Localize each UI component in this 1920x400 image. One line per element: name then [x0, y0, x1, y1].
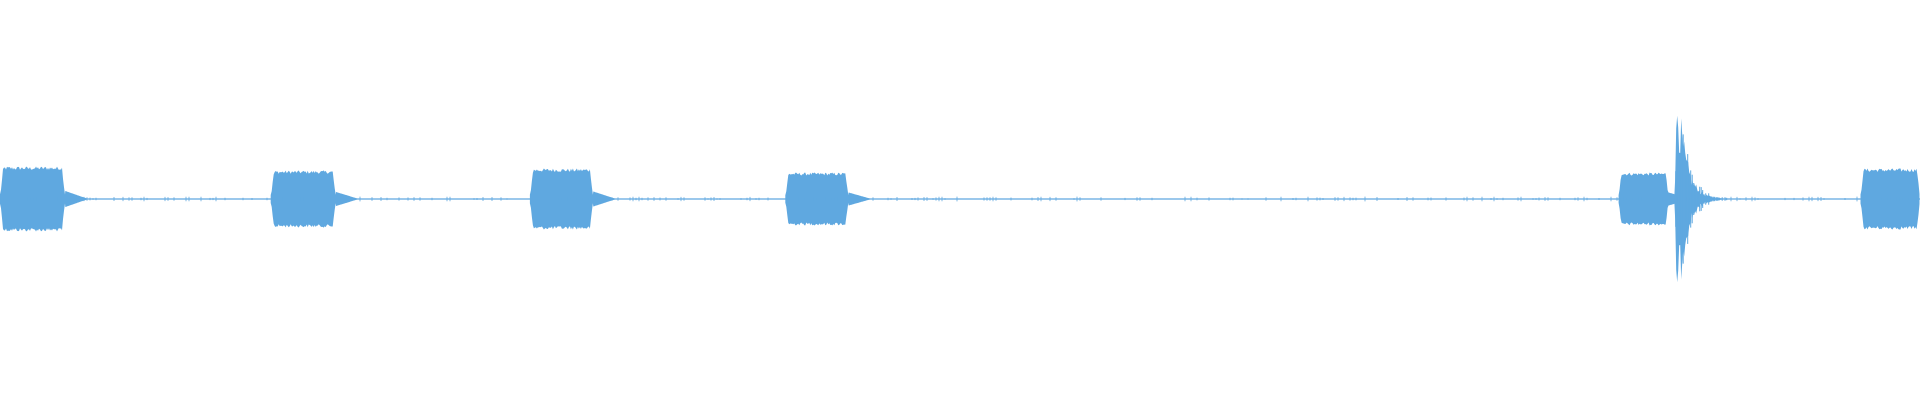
waveform-bursts — [0, 115, 1920, 283]
waveform-burst-4 — [785, 172, 872, 226]
waveform-burst-2 — [270, 170, 359, 228]
waveform-burst-3 — [529, 168, 617, 230]
waveform-burst-5 — [1618, 172, 1692, 226]
waveform-burst-1 — [0, 166, 89, 232]
